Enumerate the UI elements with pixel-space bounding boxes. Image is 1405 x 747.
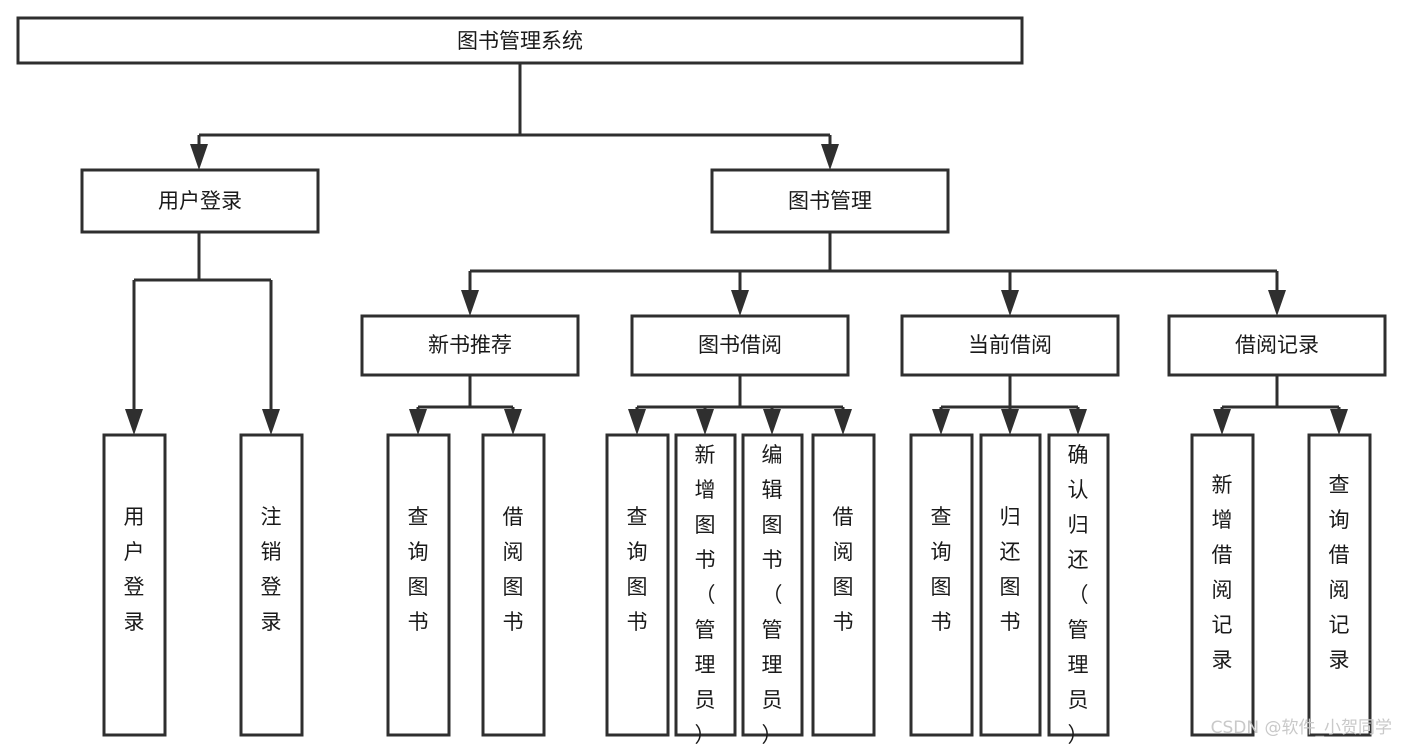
connector-user-login-bus [132,232,273,417]
arrow-head-to-leaf-query-book-3 [932,409,950,435]
leaf-borrow-book-1-box[interactable] [481,433,546,737]
node-leaf-edit-book[interactable]: 编辑图书（管理员） [741,433,804,747]
leaf-query-record-label: 查询借阅记录 [1329,473,1350,672]
connector-layer [125,63,1348,435]
book-borrow-label: 图书借阅 [698,333,782,357]
node-root[interactable]: 图书管理系统 [16,16,1024,65]
leaf-confirm-return-label: 确认归还（管理员） [1068,443,1089,747]
leaf-borrow-book-2-label: 借阅图书 [833,505,854,634]
leaf-user-login-box[interactable] [102,433,167,737]
arrow-head-to-leaf-return-book [1001,409,1019,435]
node-leaf-query-book-3[interactable]: 查询图书 [909,433,974,737]
node-book-management[interactable]: 图书管理 [710,168,950,234]
connector-borrow-record-bus [1220,375,1341,417]
leaf-user-login-label: 用户登录 [124,505,145,634]
leaf-add-record-box[interactable] [1190,433,1255,737]
connector-book-borrow-bus [635,375,845,417]
arrow-head-to-leaf-add-book [696,409,714,435]
book-borrow-box[interactable] [630,314,850,377]
node-leaf-add-book[interactable]: 新增图书（管理员） [674,433,737,747]
leaf-query-book-3-box[interactable] [909,433,974,737]
node-leaf-query-book-2[interactable]: 查询图书 [605,433,670,737]
arrow-head-to-borrow-record [1268,290,1286,316]
current-borrow-box[interactable] [900,314,1120,377]
current-borrow-label: 当前借阅 [968,333,1052,357]
leaf-query-book-2-label: 查询图书 [627,505,648,634]
node-leaf-return-book[interactable]: 归还图书 [979,433,1042,737]
connector-root-to-level2-bus [197,63,832,152]
book-management-label: 图书管理 [788,189,872,213]
leaf-borrow-book-2-box[interactable] [811,433,876,737]
arrow-head-to-user-login [190,144,208,170]
node-book-borrow[interactable]: 图书借阅 [630,314,850,377]
node-leaf-borrow-book-2[interactable]: 借阅图书 [811,433,876,737]
node-leaf-borrow-book-1[interactable]: 借阅图书 [481,433,546,737]
user-login-label: 用户登录 [158,189,242,213]
leaf-add-book-box[interactable] [674,433,737,737]
arrow-head-to-new-book-recommend [461,290,479,316]
arrow-head-to-current-borrow [1001,290,1019,316]
node-leaf-logout-login[interactable]: 注销登录 [239,433,304,737]
leaf-query-book-2-box[interactable] [605,433,670,737]
leaf-query-record-box[interactable] [1307,433,1372,737]
leaf-logout-login-label: 注销登录 [261,505,282,634]
arrow-head-to-leaf-query-book-2 [628,409,646,435]
arrow-head-to-leaf-confirm-return [1069,409,1087,435]
node-leaf-query-book-1[interactable]: 查询图书 [386,433,451,737]
root-box[interactable] [16,16,1024,65]
node-leaf-confirm-return[interactable]: 确认归还（管理员） [1047,433,1110,747]
arrow-head-to-leaf-borrow-book-1 [504,409,522,435]
new-book-recommend-box[interactable] [360,314,580,377]
connector-book-management-bus [468,232,1279,298]
arrow-head-to-leaf-edit-book [763,409,781,435]
arrow-head-to-leaf-logout-login [262,409,280,435]
node-leaf-add-record[interactable]: 新增借阅记录 [1190,433,1255,737]
borrow-record-box[interactable] [1167,314,1387,377]
leaf-query-book-1-box[interactable] [386,433,451,737]
arrow-head-to-leaf-user-login [125,409,143,435]
node-leaf-user-login[interactable]: 用户登录 [102,433,167,737]
arrow-head-to-book-borrow [731,290,749,316]
leaf-return-book-box[interactable] [979,433,1042,737]
csdn-watermark: CSDN @软件_小贺同学 [1211,718,1392,738]
leaf-edit-book-box[interactable] [741,433,804,737]
leaf-borrow-book-1-label: 借阅图书 [503,505,524,634]
arrow-head-to-leaf-query-record [1330,409,1348,435]
leaf-return-book-label: 归还图书 [1000,505,1021,634]
arrow-head-to-leaf-query-book-1 [409,409,427,435]
leaf-add-book-label: 新增图书（管理员） [695,443,716,747]
book-management-box[interactable] [710,168,950,234]
user-login-box[interactable] [80,168,320,234]
borrow-record-label: 借阅记录 [1235,333,1319,357]
arrow-head-to-book-management [821,144,839,170]
leaf-logout-login-box[interactable] [239,433,304,737]
leaf-query-book-1-label: 查询图书 [408,505,429,634]
arrow-head-to-leaf-borrow-book-2 [834,409,852,435]
leaf-add-record-label: 新增借阅记录 [1212,473,1233,672]
new-book-recommend-label: 新书推荐 [428,333,512,357]
leaf-edit-book-label: 编辑图书（管理员） [762,443,783,747]
node-current-borrow[interactable]: 当前借阅 [900,314,1120,377]
node-new-book-recommend[interactable]: 新书推荐 [360,314,580,377]
root-label: 图书管理系统 [457,29,583,53]
node-borrow-record[interactable]: 借阅记录 [1167,314,1387,377]
node-user-login[interactable]: 用户登录 [80,168,320,234]
arrow-head-to-leaf-add-record [1213,409,1231,435]
node-leaf-query-record[interactable]: 查询借阅记录 [1307,433,1372,737]
leaf-query-book-3-label: 查询图书 [931,505,952,634]
leaf-confirm-return-box[interactable] [1047,433,1110,737]
connector-new-book-recommend-bus [416,375,515,417]
